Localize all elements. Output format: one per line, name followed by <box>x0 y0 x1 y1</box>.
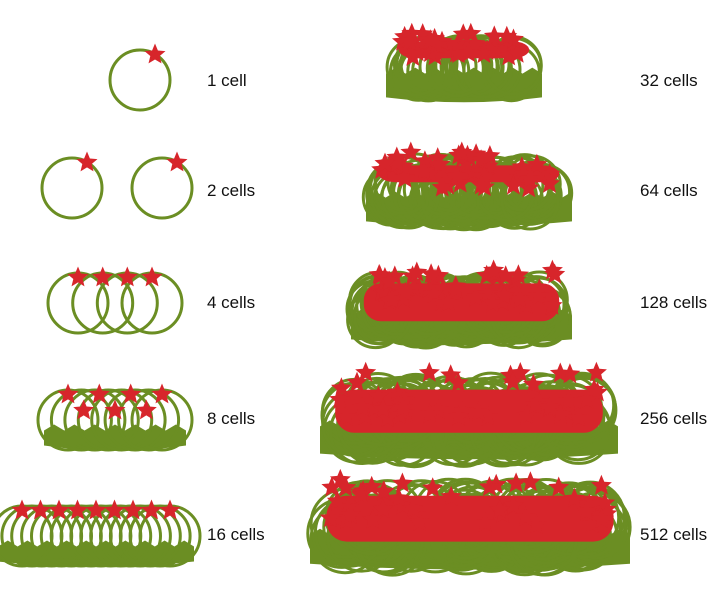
star-icon <box>105 400 126 420</box>
panel-label-512-cells: 512 cells <box>640 525 707 544</box>
panel-label-8-cells: 8 cells <box>207 409 255 428</box>
panel-label-128-cells: 128 cells <box>640 293 707 312</box>
panel-label-64-cells: 64 cells <box>640 181 698 200</box>
panel-32-cells <box>386 23 542 103</box>
circle-outline-icon <box>110 50 170 110</box>
panel-256-cells <box>320 362 618 467</box>
panel-label-16-cells: 16 cells <box>207 525 265 544</box>
panel-64-cells <box>363 142 572 230</box>
panel-128-cells <box>347 260 572 349</box>
panel-2-cells <box>42 152 192 219</box>
panel-4-cells <box>48 267 182 334</box>
panel-label-1-cell: 1 cell <box>207 71 247 90</box>
panel-1-cell <box>110 44 170 111</box>
panel-512-cells <box>308 469 630 575</box>
panel-label-256-cells: 256 cells <box>640 409 707 428</box>
circle-outline-icon <box>42 158 102 218</box>
star-icon <box>68 267 89 287</box>
star-icon <box>142 267 163 287</box>
panel-16-cells <box>0 500 200 567</box>
panel-8-cells <box>38 384 192 451</box>
panel-label-32-cells: 32 cells <box>640 71 698 90</box>
circle-outline-icon <box>132 158 192 218</box>
panel-label-4-cells: 4 cells <box>207 293 255 312</box>
panel-label-2-cells: 2 cells <box>207 181 255 200</box>
